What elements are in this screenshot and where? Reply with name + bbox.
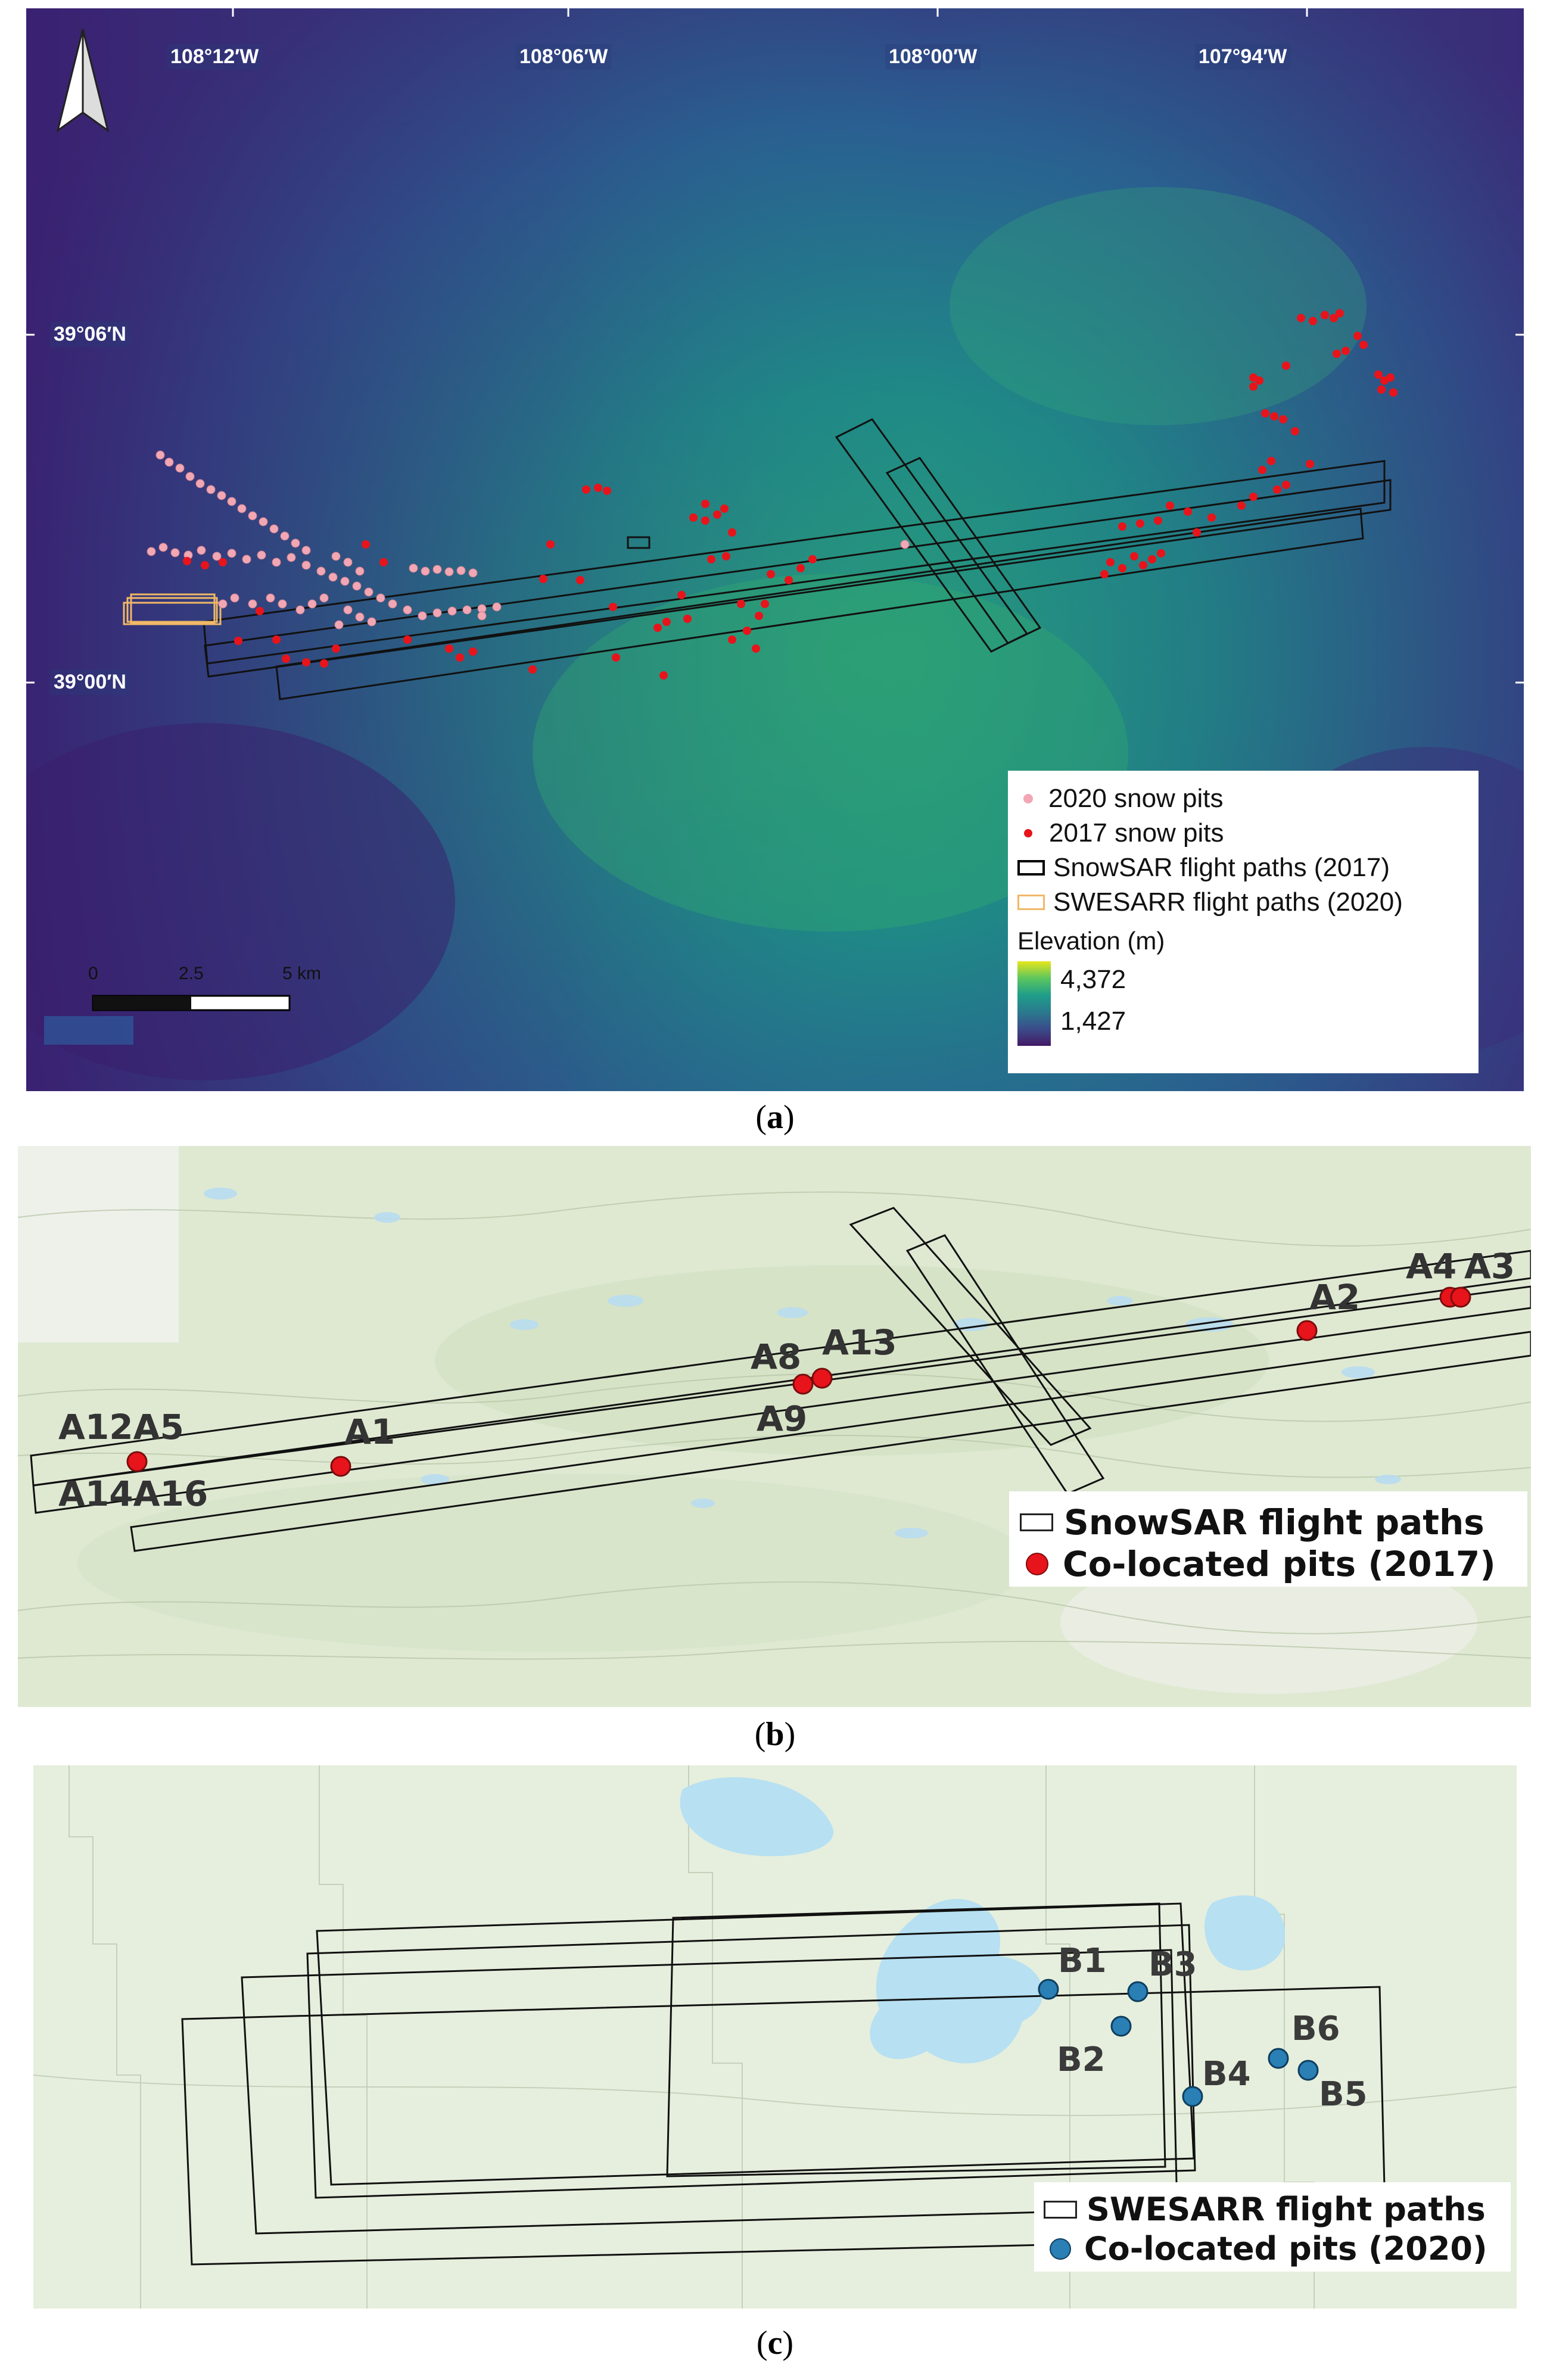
legend-item: SnowSAR flight paths — [1020, 1502, 1484, 1543]
legend-label: SWESARR flight paths — [1087, 2191, 1486, 2228]
pit-label: B5 — [1319, 2075, 1368, 2114]
snowsar-flight-paths — [30, 1207, 1531, 1552]
legend-item: Co-located pits (2017) — [1020, 1544, 1496, 1584]
snow-pits-2020 — [147, 450, 910, 630]
blue-dot-icon — [1050, 2238, 1071, 2260]
map-legend: 2020 snow pits 2017 snow pits SnowSAR fl… — [1008, 771, 1479, 1073]
caption-c: (c) — [756, 2325, 794, 2362]
pit-label: A14A16 — [58, 1474, 208, 1514]
scalebar-label: 2.5 — [179, 964, 204, 983]
pink-dot-icon — [1023, 794, 1033, 803]
pit-label: B3 — [1149, 1945, 1197, 1984]
legend-item: SWESARR flight paths (2020) — [1017, 887, 1403, 917]
lon-label: 108°12′W — [167, 44, 263, 70]
box-icon — [1044, 2200, 1077, 2219]
legend-item: SnowSAR flight paths (2017) — [1017, 853, 1390, 883]
scale-bar — [44, 995, 291, 1045]
pit-label: A2 — [1309, 1277, 1361, 1317]
legend-label: Co-located pits (2017) — [1063, 1544, 1496, 1584]
snow-pits-2017 — [183, 309, 1398, 680]
legend-label: SWESARR flight paths (2020) — [1053, 887, 1403, 917]
elevation-title: Elevation (m) — [1017, 927, 1165, 955]
pit-label: A13 — [822, 1322, 897, 1363]
colocated-pits-2020 — [1038, 1979, 1319, 2107]
north-arrow-icon — [56, 29, 110, 133]
caption-a: (a) — [755, 1099, 795, 1136]
orange-box-icon — [1017, 895, 1045, 910]
pit-label: A9 — [757, 1398, 808, 1439]
legend-label: SnowSAR flight paths — [1064, 1502, 1484, 1543]
lon-label: 107°94′W — [1195, 44, 1291, 70]
map-legend: SnowSAR flight paths Co-located pits (20… — [1009, 1491, 1527, 1587]
elevation-max: 4,372 — [1060, 965, 1126, 994]
pit-label: B6 — [1291, 2010, 1340, 2048]
swesarr-flight-paths — [123, 593, 222, 625]
red-dot-icon — [1024, 829, 1032, 837]
lakes — [204, 1188, 1401, 1538]
box-icon — [1020, 1513, 1053, 1531]
pit-label: A8 — [751, 1337, 802, 1377]
pit-label: A4 — [1406, 1246, 1457, 1286]
pit-label: A1 — [344, 1412, 396, 1452]
graticule-ticks — [26, 8, 1524, 684]
lakes — [680, 1777, 1286, 2064]
legend-label: Co-located pits (2020) — [1084, 2230, 1487, 2267]
legend-label: 2020 snow pits — [1048, 784, 1224, 813]
legend-label: 2017 snow pits — [1049, 818, 1224, 848]
caption-b: (b) — [754, 1716, 796, 1753]
legend-item: SWESARR flight paths — [1044, 2191, 1486, 2228]
snowsar-flight-paths — [203, 418, 1392, 700]
legend-label: SnowSAR flight paths (2017) — [1053, 853, 1390, 882]
pit-label: A12A5 — [58, 1407, 184, 1447]
panel-b-map: A12A5 A14A16 A1 A8 A13 A9 A2 A4 A3 SnowS… — [18, 1146, 1531, 1707]
black-box-icon — [1017, 860, 1045, 876]
lat-label: 39°06′N — [50, 322, 130, 347]
pit-label: A3 — [1464, 1246, 1515, 1286]
red-dot-icon — [1026, 1553, 1048, 1575]
scalebar-label: 0 — [88, 964, 98, 983]
legend-item: 2020 snow pits — [1017, 784, 1224, 814]
pit-label: B4 — [1202, 2055, 1251, 2094]
panel-c-map: B1 B3 B2 B4 B6 B5 SWESARR flight paths C… — [33, 1765, 1517, 2309]
colocated-pits-2017 — [126, 1286, 1471, 1477]
pit-label: B2 — [1057, 2041, 1106, 2079]
scalebar-label: 5 km — [282, 964, 322, 983]
map-legend: SWESARR flight paths Co-located pits (20… — [1034, 2182, 1511, 2272]
elevation-colorbar — [1017, 961, 1051, 1046]
lon-label: 108°06′W — [516, 44, 612, 70]
lon-label: 108°00′W — [885, 44, 981, 70]
lat-label: 39°00′N — [50, 669, 130, 695]
pit-label: B1 — [1058, 1942, 1107, 1980]
legend-item: Co-located pits (2020) — [1044, 2230, 1487, 2267]
elevation-min: 1,427 — [1060, 1007, 1126, 1036]
panel-a-map: 108°12′W 108°06′W 108°00′W 107°94′W 39°0… — [26, 8, 1524, 1091]
topo-basemap — [18, 1146, 1531, 1707]
legend-item: 2017 snow pits — [1017, 818, 1224, 848]
